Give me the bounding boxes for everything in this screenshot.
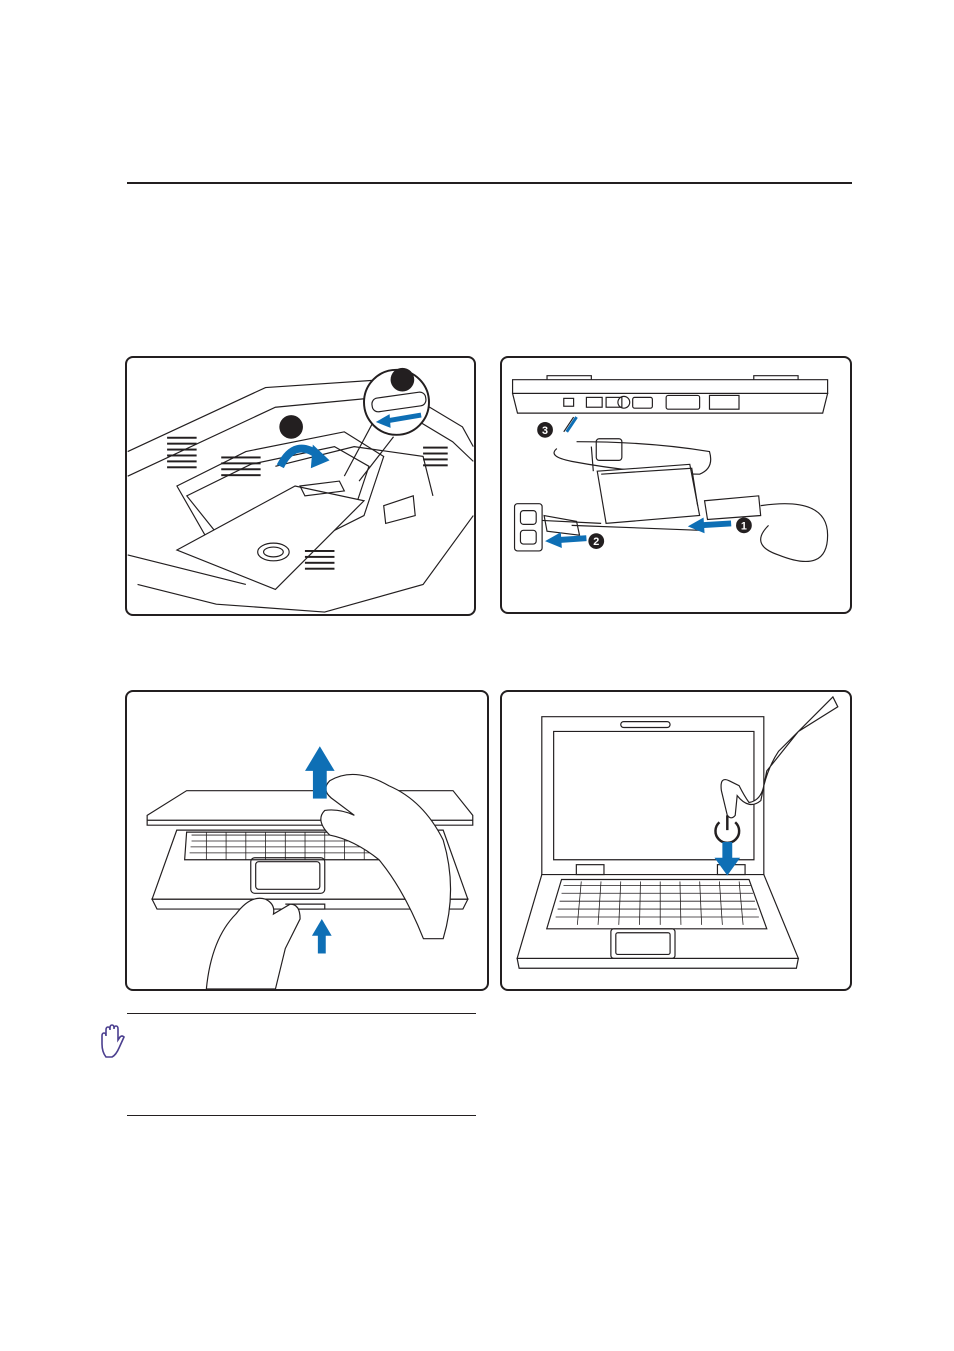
caution-top-rule	[127, 1013, 476, 1014]
power-icon	[715, 815, 739, 843]
ac-adapter-svg: 1 2 3	[502, 358, 850, 612]
open-lid-illustration	[125, 690, 489, 991]
plug-arrow-2-icon	[557, 538, 587, 540]
battery-install-illustration	[125, 356, 476, 616]
lift-arrow-icon	[313, 769, 327, 799]
left-hand	[206, 898, 300, 989]
caution-bottom-rule	[127, 1115, 476, 1116]
battery-install-svg	[127, 358, 474, 614]
step-marker-3-label: 3	[542, 425, 548, 437]
hand-caution-icon	[98, 1024, 128, 1058]
header-rule	[127, 182, 852, 184]
push-arrow-icon	[318, 934, 326, 954]
pointing-hand	[721, 697, 838, 818]
power-on-svg	[502, 692, 850, 989]
step-marker-1-label: 1	[741, 520, 747, 532]
open-lid-svg	[127, 692, 487, 989]
press-arrow-icon	[722, 842, 732, 860]
plug-arrow-1-icon	[700, 523, 732, 525]
power-on-illustration	[500, 690, 852, 991]
step-marker-a	[391, 368, 415, 392]
ac-adapter-illustration: 1 2 3	[500, 356, 852, 614]
step-marker-b	[279, 415, 303, 439]
step-marker-2-label: 2	[593, 536, 599, 548]
